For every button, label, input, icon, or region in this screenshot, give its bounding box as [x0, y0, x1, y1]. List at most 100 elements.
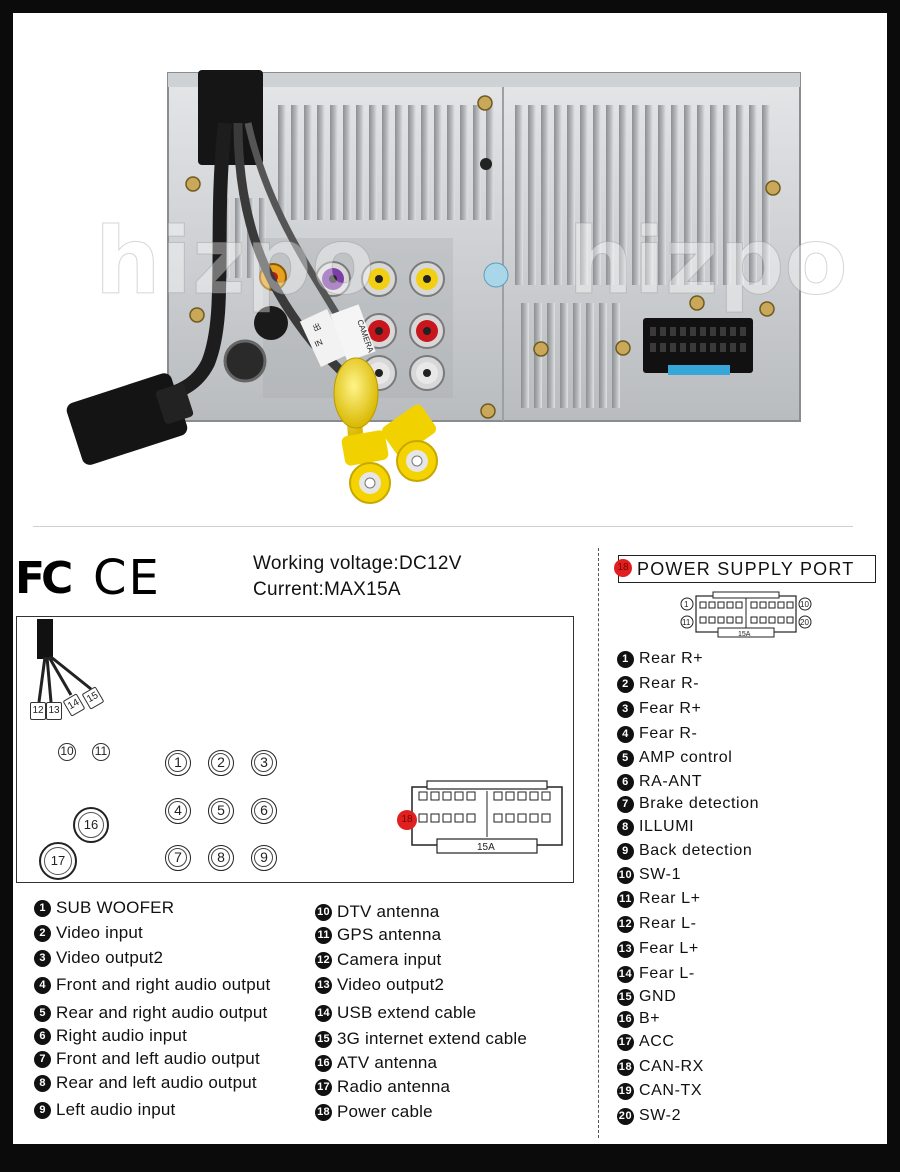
vent-slot [434, 105, 442, 220]
connector-pin [777, 601, 785, 609]
vent-slot [291, 105, 299, 220]
legend-label: Rear R+ [639, 650, 704, 667]
vent-slot [658, 105, 666, 285]
pigtail-number: 12 [30, 702, 46, 720]
connector-pin [517, 791, 527, 801]
vent-slot [749, 105, 757, 285]
connector-pin [466, 791, 476, 801]
connector-pin [418, 791, 428, 801]
watermark: hizpo [568, 208, 848, 315]
connector-pin [670, 343, 676, 352]
pin-number: 10 [800, 600, 809, 609]
legend-number: 14 [315, 1004, 332, 1022]
legend-label: Radio antenna [337, 1077, 451, 1096]
connector-pin [454, 791, 464, 801]
fcc-logo: FC [15, 553, 73, 604]
legend-label: 3G internet extend cable [337, 1029, 528, 1048]
connector-pin [690, 343, 696, 352]
product-panel: 出 CAMERA IN hizpo hizpo FC CE Working vo… [13, 13, 887, 1144]
legend-number: 10 [617, 866, 634, 884]
legend-label: Back detection [639, 842, 753, 859]
connector-pin [529, 813, 539, 823]
legend-number: 18 [315, 1103, 332, 1121]
rca-port: 7 [165, 845, 191, 871]
legend-label: AMP control [639, 749, 733, 766]
vent-slot [710, 105, 718, 285]
legend-number: 20 [617, 1107, 634, 1125]
connector-pin [759, 616, 767, 624]
legend-label: SW-2 [639, 1107, 682, 1124]
vent-slot [573, 303, 581, 408]
legend-number: 6 [34, 1027, 51, 1045]
vent-slot [547, 303, 555, 408]
vent-slot [554, 105, 562, 285]
connector-pin [454, 813, 464, 823]
vent-slot [736, 105, 744, 285]
vent-slot [684, 105, 692, 285]
pin-number: 1 [684, 600, 689, 609]
connector-pin [735, 601, 743, 609]
power-connector-diagram: 15A [411, 780, 563, 854]
max-current: Current:MAX15A [253, 579, 401, 600]
connector-pin [768, 616, 776, 624]
connector-pin [708, 616, 716, 624]
rca-port: 6 [251, 798, 277, 824]
vent-slot [259, 198, 266, 278]
legend-item: 5 AMP control [617, 749, 732, 767]
vent-slot [528, 105, 536, 285]
radio-antenna-port: 17 [39, 842, 77, 880]
legend-number: 19 [617, 1082, 634, 1100]
vent-slot [697, 105, 705, 285]
legend-number: 12 [617, 915, 634, 933]
rca-jack [409, 355, 445, 391]
legend-number: 8 [617, 818, 634, 836]
legend-number: 5 [617, 749, 634, 767]
legend-number: 11 [315, 926, 332, 944]
connector-pin [650, 327, 656, 336]
connector-pin [717, 616, 725, 624]
connector-pin [740, 327, 746, 336]
legend-label: Fear L- [639, 965, 695, 982]
rca-port: 1 [165, 750, 191, 776]
vent-slot [356, 105, 364, 220]
legend-label: Rear L+ [639, 890, 701, 907]
vent-slot [521, 303, 529, 408]
legend-label: Rear L- [639, 915, 697, 932]
connector-pin [442, 813, 452, 823]
connector-pin [777, 616, 785, 624]
vent-slot [473, 105, 481, 220]
vent-slot [343, 105, 351, 220]
legend-label: B+ [639, 1010, 661, 1027]
connector-pin [430, 791, 440, 801]
connector-pin [740, 343, 746, 352]
rca-jack [409, 261, 445, 297]
connector-pin [690, 327, 696, 336]
legend-number: 9 [34, 1101, 51, 1119]
vent-slot [515, 105, 523, 285]
legend-label: SW-1 [639, 866, 682, 883]
legend-label: GPS antenna [337, 925, 442, 944]
pigtail-cables [37, 619, 92, 703]
power-port-marker: 18 [614, 559, 632, 577]
connector-pin [466, 813, 476, 823]
legend-number: 13 [315, 976, 332, 994]
vent-slot [447, 105, 455, 220]
watermark: hizpo [95, 208, 375, 315]
connector-pin [735, 616, 743, 624]
legend-number: 18 [617, 1058, 634, 1076]
